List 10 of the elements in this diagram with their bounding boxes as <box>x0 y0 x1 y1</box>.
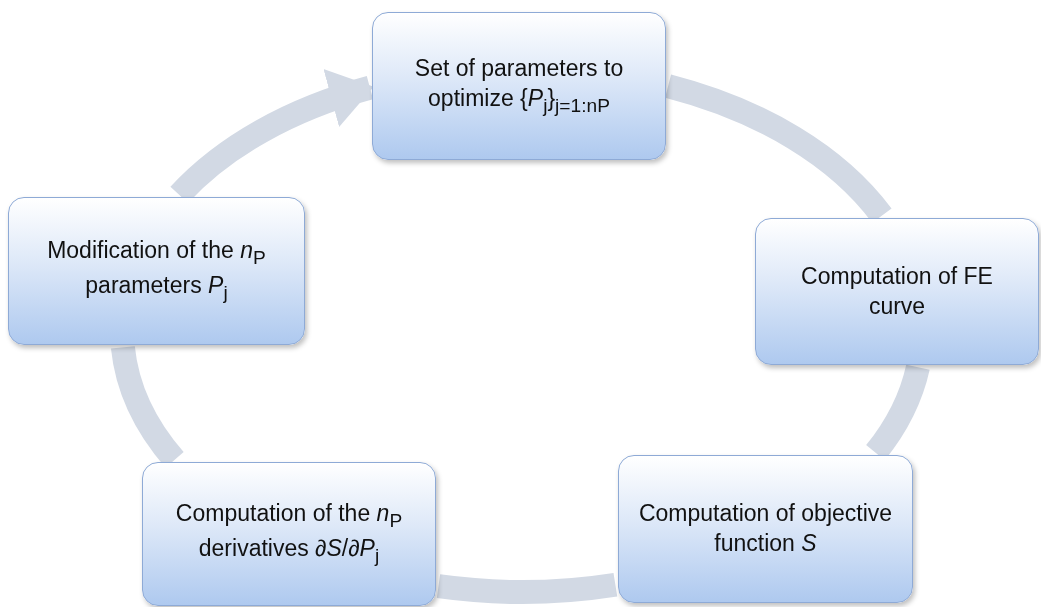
process-box <box>618 455 913 603</box>
process-box <box>372 12 666 160</box>
box-text: Computation of the n$_{P}$ derivatives ∂S/∂P$_{j}$ <box>174 499 404 568</box>
process-box <box>142 462 436 606</box>
process-box <box>8 197 305 345</box>
process-box <box>755 218 1039 365</box>
box-text: Computation of objective function S <box>637 499 894 558</box>
box-text: Set of parameters to optimize {P$_{j}$}$_{j=1:nP}$ <box>413 53 625 118</box>
box-text: Modification of the n$_{P}$ parameters P$_{j}$ <box>46 236 267 305</box>
box-text: Computation of FE curve <box>800 261 994 321</box>
